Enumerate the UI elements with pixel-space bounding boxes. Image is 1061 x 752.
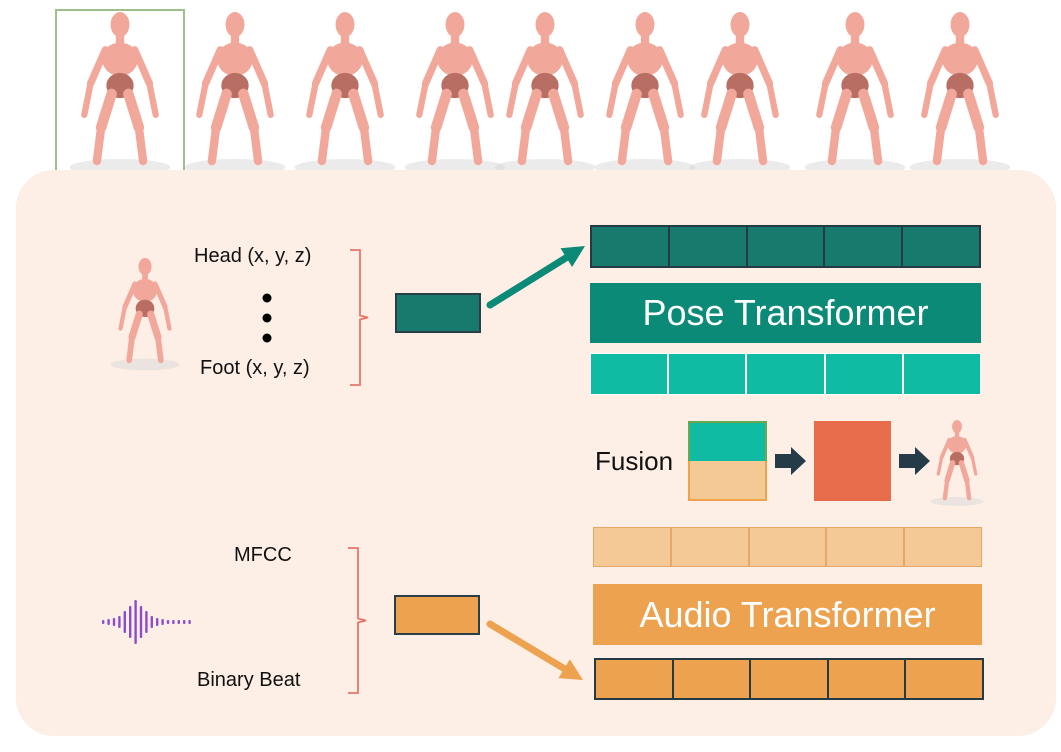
- dancer-figure: [294, 12, 396, 176]
- token-cell: [825, 353, 904, 395]
- token-cell: [590, 353, 670, 395]
- arrow-head: [560, 246, 585, 267]
- token-cell: [593, 527, 672, 567]
- wave-bar: [129, 606, 132, 638]
- arrow-head: [558, 659, 583, 680]
- audio-transformer-block: Audio Transformer: [593, 584, 982, 645]
- audio-label-beat: Binary Beat: [197, 669, 301, 691]
- flow-arrow: [486, 254, 570, 309]
- audio-output-tokens: [594, 658, 984, 700]
- pose-transformer-label: Pose Transformer: [642, 292, 929, 333]
- pose-output-tokens: [590, 225, 981, 268]
- fusion-label: Fusion: [595, 446, 674, 476]
- token-cell: [596, 660, 674, 698]
- wave-bar: [107, 619, 110, 625]
- token-cell: [747, 227, 826, 266]
- dancer-figure: [594, 12, 696, 176]
- pose-label-foot: Foot (x, y, z): [200, 357, 310, 379]
- bracket: [350, 249, 369, 386]
- token-cell: [751, 660, 829, 698]
- wave-bar: [150, 616, 153, 628]
- wave-bar: [177, 620, 180, 624]
- wave-bar: [112, 618, 116, 626]
- dancer-figure: [689, 12, 791, 176]
- ellipsis-dot: [262, 333, 272, 343]
- ellipsis-dot: [262, 313, 272, 323]
- token-cell: [903, 227, 979, 266]
- token-cell: [749, 527, 828, 567]
- wave-bar: [123, 611, 126, 633]
- arrow-right-icon: [899, 447, 930, 475]
- pose-figure: [110, 258, 180, 371]
- wave-bar: [183, 620, 186, 624]
- ellipsis-dot: [262, 293, 272, 303]
- bracket: [348, 547, 367, 694]
- token-cell: [747, 353, 826, 395]
- token-cell: [669, 227, 748, 266]
- audio-label-mfcc: MFCC: [234, 544, 292, 566]
- token-cell: [825, 227, 904, 266]
- wave-bar: [102, 620, 105, 624]
- wave-bar: [188, 620, 191, 624]
- wave-bar: [145, 611, 148, 633]
- fusion-audio-half: [688, 461, 767, 501]
- token-cell: [671, 527, 750, 567]
- pose-input-tokens: [590, 353, 982, 395]
- token-cell: [906, 660, 982, 698]
- wave-bar: [156, 618, 159, 626]
- token-cell: [592, 227, 670, 266]
- token-cell: [828, 660, 907, 698]
- audio-input-tokens: [593, 527, 982, 567]
- generated-figure: [930, 420, 984, 506]
- token-cell: [827, 527, 906, 567]
- audio-transformer-label: Audio Transformer: [639, 593, 936, 635]
- token-cell: [903, 353, 982, 395]
- wave-bar: [166, 620, 170, 624]
- fusion-pose-half: [688, 421, 767, 461]
- pose-embedding-token: [395, 293, 481, 333]
- wave-bar: [172, 620, 175, 624]
- audio-embedding-token: [394, 595, 480, 635]
- dance-sequence-strip: [55, 9, 1011, 176]
- token-cell: [905, 527, 982, 567]
- wave-bar: [161, 619, 164, 625]
- flow-arrow: [486, 620, 568, 673]
- pose-label-head: Head (x, y, z): [194, 245, 312, 267]
- pose-transformer-block: Pose Transformer: [590, 283, 981, 343]
- token-cell: [669, 353, 748, 395]
- wave-bar: [118, 616, 121, 628]
- wave-bar: [134, 600, 137, 644]
- wave-bar: [139, 606, 143, 638]
- token-cell: [673, 660, 752, 698]
- fusion-output-block: [814, 421, 891, 501]
- arrow-right-icon: [775, 447, 806, 475]
